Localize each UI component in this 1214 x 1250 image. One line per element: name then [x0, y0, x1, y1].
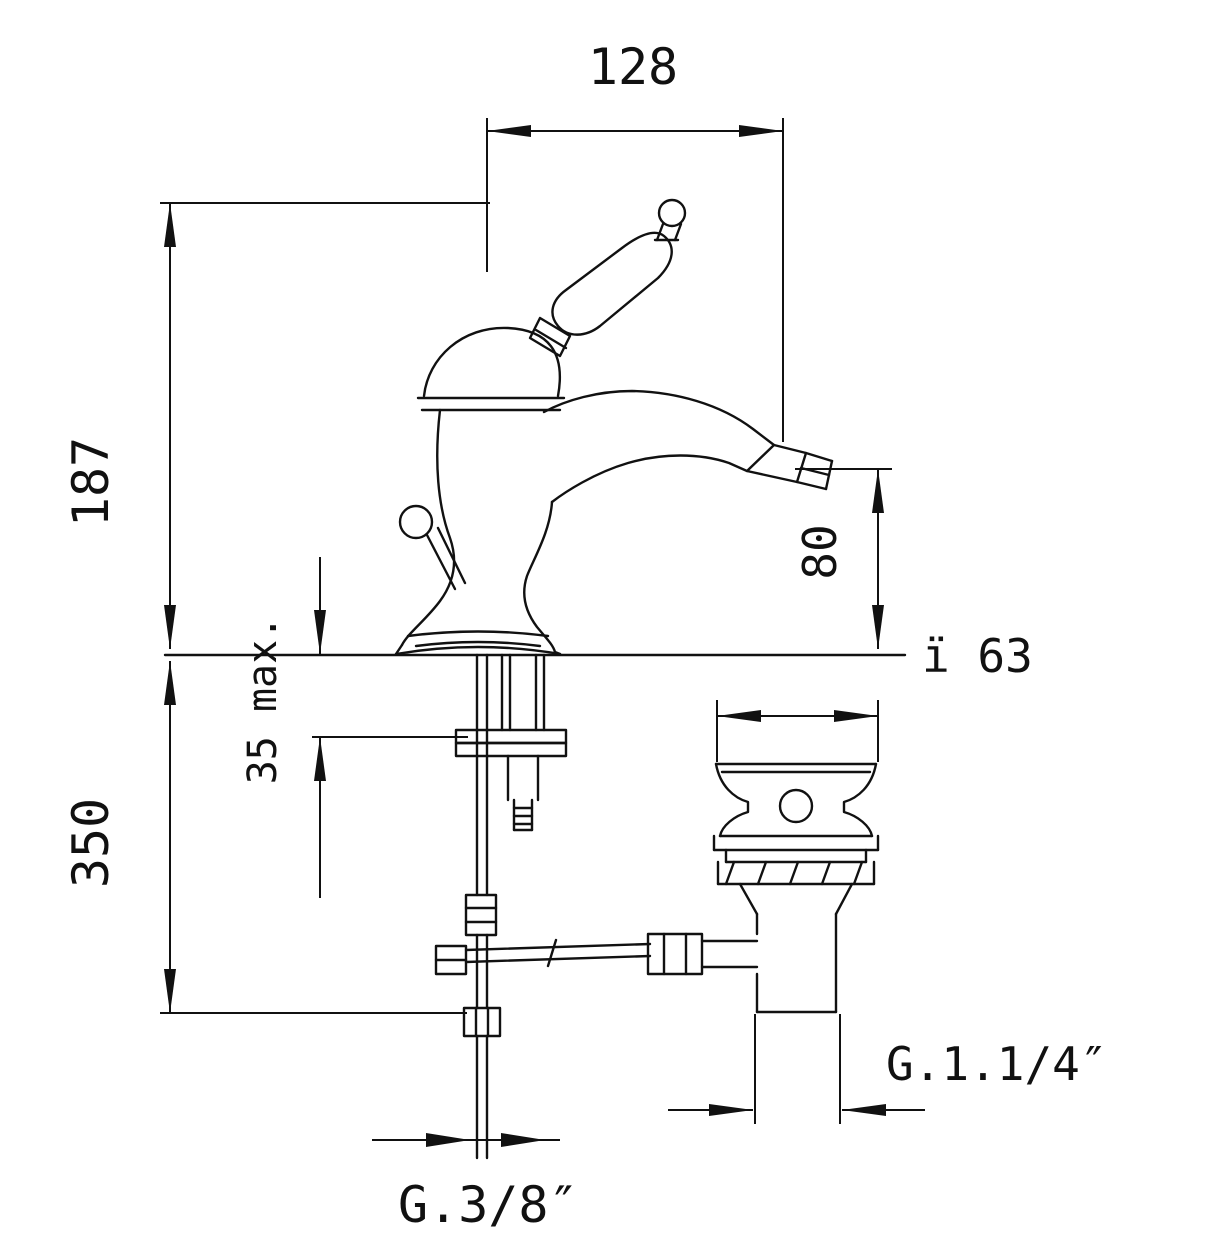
- dim-label-lower-height: 350: [62, 798, 120, 888]
- dim-label-top-width: 128: [588, 38, 678, 96]
- dim-label-upper-height: 187: [62, 437, 120, 527]
- under-deck-assembly: [434, 653, 759, 1160]
- popup-knob-icon: [398, 504, 434, 540]
- dim-label-waste-diameter: ï 63: [922, 629, 1033, 683]
- dim-waste-diameter: ï 63: [716, 629, 1033, 762]
- dim-label-spout-height: 80: [793, 524, 847, 579]
- faucet-body: [394, 198, 834, 656]
- dim-label-supply-thread: G.3/8″: [398, 1176, 579, 1234]
- dim-supply-thread: G.3/8″: [372, 1133, 579, 1234]
- dim-upper-height: 187: [62, 202, 490, 649]
- dim-spout-height: 80: [793, 468, 892, 649]
- base-flange: [394, 645, 562, 656]
- dim-lower-height: 350: [62, 661, 467, 1014]
- spout: [542, 389, 776, 447]
- dim-deck-thickness: 35 max.: [240, 557, 468, 898]
- popup-waste-assembly: [712, 762, 880, 1014]
- dim-waste-thread: G.1.1/4″: [668, 1014, 1108, 1124]
- dim-label-deck-thickness: 35 max.: [240, 616, 286, 785]
- handle-lever: [551, 231, 673, 336]
- overflow-hole-icon: [778, 788, 814, 824]
- dim-top-width: 128: [486, 38, 784, 442]
- dim-label-waste-thread: G.1.1/4″: [886, 1037, 1108, 1091]
- handle-finial-icon: [657, 198, 687, 228]
- cartridge-cap: [422, 326, 562, 398]
